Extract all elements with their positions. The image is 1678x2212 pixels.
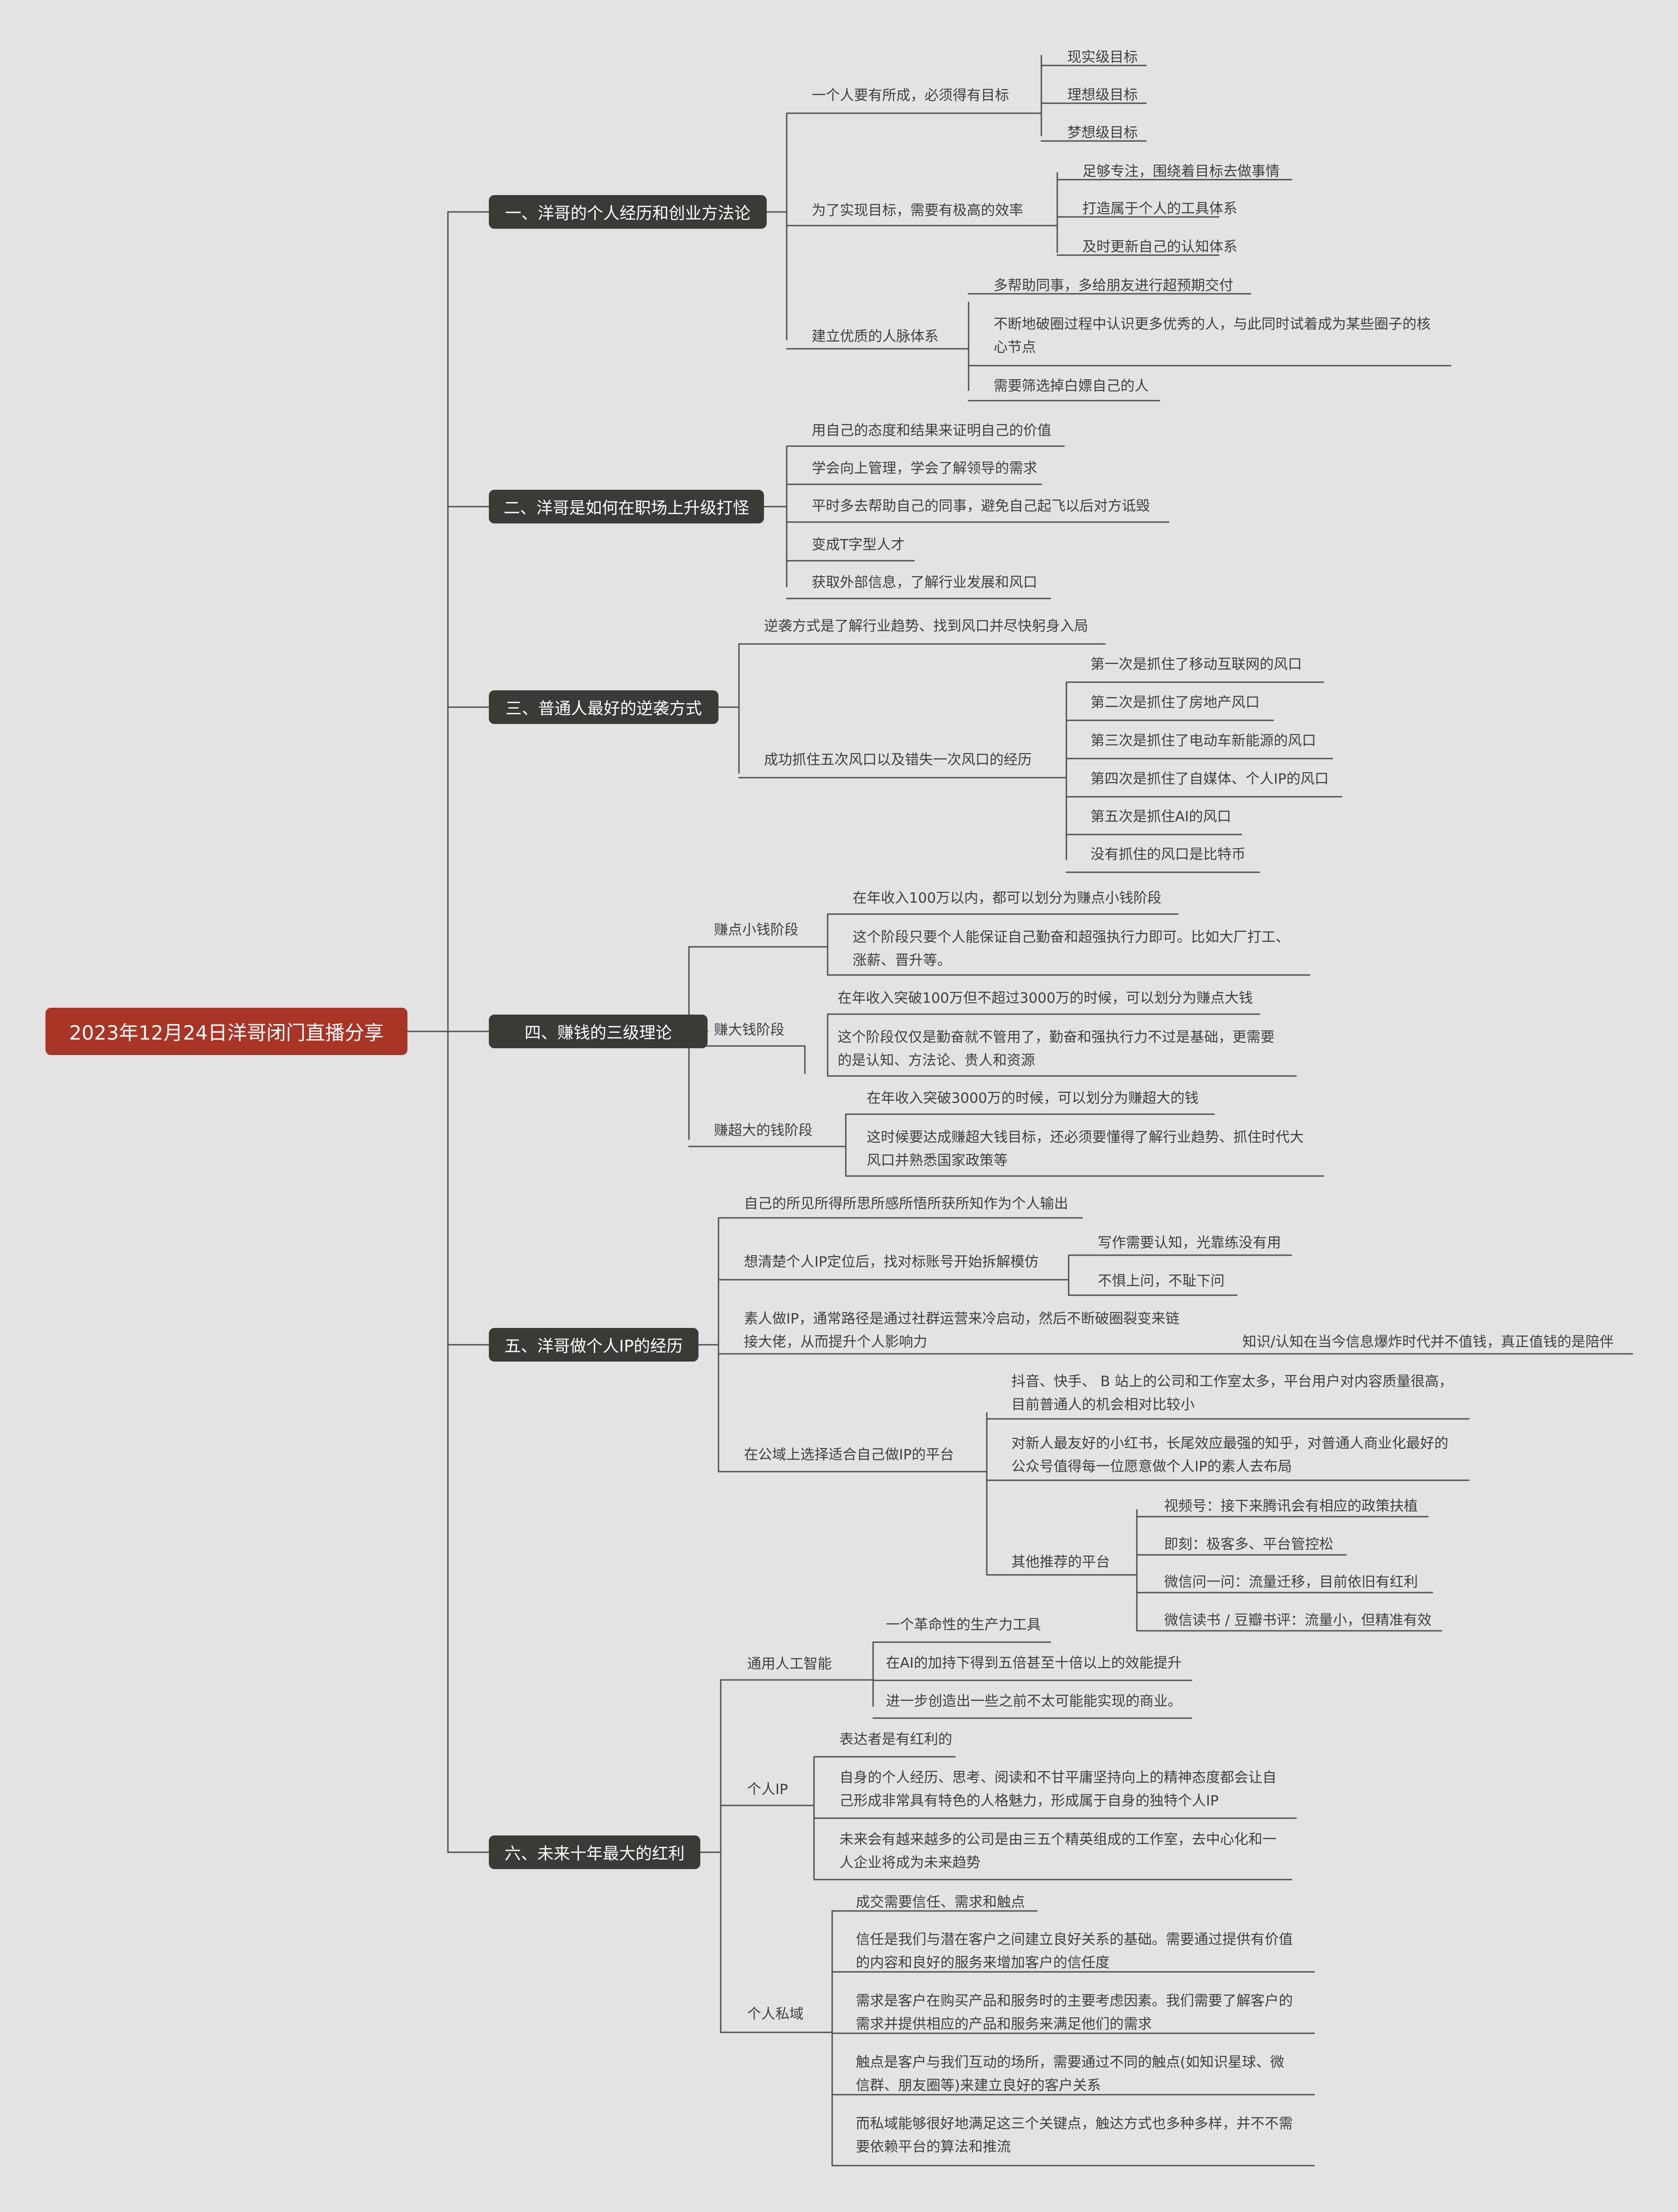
b5-platform-item-1[interactable]: 抖音、快手、 B 站上的公司和工作室太多，平台用户对内容质量很高， 目前普通人的… <box>1011 1370 1453 1417</box>
b6-private-item-5-line-1: 而私域能够很好地满足这三个关键点，触达方式也多种多样，并不不需 <box>856 2116 1293 2132</box>
branch-3-node[interactable]: 三、普通人最好的逆袭方式 <box>489 690 718 724</box>
b6-private-item-1[interactable]: 成交需要信任、需求和触点 <box>856 1894 1025 1910</box>
b6-ip-node[interactable]: 个人IP <box>747 1781 788 1798</box>
b5-amateur-line-2: 接大佬，从而提升个人影响力 <box>744 1334 927 1350</box>
b5-platform-item-2-line-1: 对新人最友好的小红书，长尾效应最强的知乎，对普通人商业化最好的 <box>1011 1435 1448 1452</box>
b2-item-4[interactable]: 变成T字型人才 <box>812 537 905 553</box>
b6-ai-item-2[interactable]: 在AI的加持下得到五倍甚至十倍以上的效能提升 <box>886 1655 1182 1671</box>
b5-other-item-1[interactable]: 视频号：接下来腾讯会有相应的政策扶植 <box>1164 1498 1418 1514</box>
b4-small-node[interactable]: 赚点小钱阶段 <box>714 922 799 938</box>
b4-huge-item-2[interactable]: 这时候要达成赚超大钱目标，还必须要懂得了解行业趋势、抓住时代大 风口并熟悉国家政… <box>867 1126 1304 1172</box>
b6-ai-item-1[interactable]: 一个革命性的生产力工具 <box>886 1617 1041 1633</box>
b4-small-item-2-line-1: 这个阶段只要个人能保证自己勤奋和超强执行力即可。比如大厂打工、 <box>853 929 1290 945</box>
b6-private-item-4[interactable]: 触点是客户与我们互动的场所，需要通过不同的触点(如知识星球、微 信群、朋友圈等)… <box>856 2051 1284 2097</box>
b6-ip-item-3[interactable]: 未来会有越来越多的公司是由三五个精英组成的工作室，去中心化和一 人企业将成为未来… <box>839 1828 1276 1875</box>
b1-network-item-2-line-1: 不断地破圈过程中认识更多优秀的人，与此同时试着成为某些圈子的核 <box>994 316 1431 332</box>
b4-huge-node[interactable]: 赚超大的钱阶段 <box>714 1122 813 1139</box>
b6-ip-item-3-line-2: 人企业将成为未来趋势 <box>839 1855 980 1871</box>
b5-benchmark-item-2[interactable]: 不惧上问，不耻下问 <box>1098 1273 1225 1289</box>
b6-ip-item-2-line-1: 自身的个人经历、思考、阅读和不甘平庸坚持向上的精神态度都会让自 <box>839 1770 1276 1786</box>
b1-network-item-2-line-2: 心节点 <box>994 339 1036 356</box>
b6-private-item-5[interactable]: 而私域能够很好地满足这三个关键点，触达方式也多种多样，并不不需 要依赖平台的算法… <box>856 2112 1293 2159</box>
b5-platform-item-2-line-2: 公众号值得每一位愿意做个人IP的素人去布局 <box>1011 1458 1292 1475</box>
b4-small-item-2-line-2: 涨薪、晋升等。 <box>853 952 951 969</box>
b1-goal-item-3[interactable]: 梦想级目标 <box>1067 125 1138 141</box>
b4-huge-item-1[interactable]: 在年收入突破3000万的时候，可以划分为赚超大的钱 <box>867 1090 1199 1106</box>
b6-ip-item-2-line-2: 己形成非常具有特色的人格魅力，形成属于自身的独特个人IP <box>839 1793 1219 1809</box>
branch-1-node[interactable]: 一、洋哥的个人经历和创业方法论 <box>489 195 767 229</box>
b3-way-node[interactable]: 逆袭方式是了解行业趋势、找到风口并尽快躬身入局 <box>764 618 1088 634</box>
b6-private-item-3-line-1: 需求是客户在购买产品和服务时的主要考虑因素。我们需要了解客户的 <box>856 1993 1293 2009</box>
branch-2-node[interactable]: 二、洋哥是如何在职场上升级打怪 <box>489 490 764 523</box>
b5-platform-item-1-line-2: 目前普通人的机会相对比较小 <box>1011 1397 1195 1413</box>
b3-wind-item-2[interactable]: 第二次是抓住了房地产风口 <box>1090 694 1260 711</box>
b5-platform-node[interactable]: 在公域上选择适合自己做IP的平台 <box>744 1447 954 1463</box>
b3-wind-item-5[interactable]: 第五次是抓住AI的风口 <box>1090 809 1231 825</box>
b5-platform-item-2[interactable]: 对新人最友好的小红书，长尾效应最强的知乎，对普通人商业化最好的 公众号值得每一位… <box>1011 1432 1448 1478</box>
b4-big-node[interactable]: 赚大钱阶段 <box>714 1022 784 1038</box>
b1-goal-item-1[interactable]: 现实级目标 <box>1067 49 1138 65</box>
branch-6-node[interactable]: 六、未来十年最大的红利 <box>489 1835 700 1869</box>
b6-ip-item-2[interactable]: 自身的个人经历、思考、阅读和不甘平庸坚持向上的精神态度都会让自 己形成非常具有特… <box>839 1766 1276 1813</box>
b5-amateur-line-1: 素人做IP，通常路径是通过社群运营来冷启动，然后不断破圈裂变来链 <box>744 1311 1180 1327</box>
b5-amateur-node[interactable]: 素人做IP，通常路径是通过社群运营来冷启动，然后不断破圈裂变来链 接大佬，从而提… <box>744 1307 1180 1354</box>
b6-private-item-4-line-1: 触点是客户与我们互动的场所，需要通过不同的触点(如知识星球、微 <box>856 2054 1285 2071</box>
b5-benchmark-node[interactable]: 想清楚个人IP定位后，找对标账号开始拆解模仿 <box>744 1254 1039 1270</box>
b5-other-node[interactable]: 其他推荐的平台 <box>1011 1554 1110 1570</box>
b1-network-node[interactable]: 建立优质的人脉体系 <box>812 328 939 345</box>
b5-benchmark-item-1[interactable]: 写作需要认知，光靠练没有用 <box>1098 1235 1281 1251</box>
b5-other-item-4[interactable]: 微信读书 / 豆瓣书评：流量小，但精准有效 <box>1164 1612 1432 1629</box>
b3-wind-node[interactable]: 成功抓住五次风口以及错失一次风口的经历 <box>764 752 1032 768</box>
b2-item-5[interactable]: 获取外部信息，了解行业发展和风口 <box>812 574 1037 591</box>
branch-4-node[interactable]: 四、赚钱的三级理论 <box>489 1015 708 1048</box>
b5-output-node[interactable]: 自己的所见所得所思所感所悟所获所知作为个人输出 <box>744 1196 1068 1212</box>
b1-efficiency-item-2[interactable]: 打造属于个人的工具体系 <box>1082 201 1237 217</box>
b5-platform-item-1-line-1: 抖音、快手、 B 站上的公司和工作室太多，平台用户对内容质量很高， <box>1011 1373 1453 1390</box>
b6-private-item-2-line-1: 信任是我们与潜在客户之间建立良好关系的基础。需要通过提供有价值 <box>856 1931 1293 1948</box>
b3-wind-item-3[interactable]: 第三次是抓住了电动车新能源的风口 <box>1090 733 1316 749</box>
b6-ip-item-1[interactable]: 表达者是有红利的 <box>839 1731 952 1748</box>
b4-small-item-1[interactable]: 在年收入100万以内，都可以划分为赚点小钱阶段 <box>853 890 1162 906</box>
b6-private-item-4-line-2: 信群、朋友圈等)来建立良好的客户关系 <box>856 2077 1101 2094</box>
b3-wind-item-1[interactable]: 第一次是抓住了移动互联网的风口 <box>1090 656 1302 673</box>
b1-network-item-3[interactable]: 需要筛选掉白嫖自己的人 <box>994 378 1149 394</box>
b6-private-item-3-line-2: 需求并提供相应的产品和服务来满足他们的需求 <box>856 2016 1152 2032</box>
b1-efficiency-item-1[interactable]: 足够专注，围绕着目标去做事情 <box>1082 163 1280 180</box>
b6-ip-item-3-line-1: 未来会有越来越多的公司是由三五个精英组成的工作室，去中心化和一 <box>839 1831 1276 1848</box>
branch-5-node[interactable]: 五、洋哥做个人IP的经历 <box>489 1328 698 1362</box>
root-node[interactable]: 2023年12月24日洋哥闭门直播分享 <box>45 1008 407 1055</box>
b2-item-2[interactable]: 学会向上管理，学会了解领导的需求 <box>812 460 1037 477</box>
b1-network-item-2[interactable]: 不断地破圈过程中认识更多优秀的人，与此同时试着成为某些圈子的核 心节点 <box>994 313 1431 359</box>
b5-amateur-child[interactable]: 知识/认知在当今信息爆炸时代并不值钱，真正值钱的是陪伴 <box>1242 1334 1614 1350</box>
b5-other-item-2[interactable]: 即刻：极客多、平台管控松 <box>1164 1536 1333 1553</box>
b6-private-item-3[interactable]: 需求是客户在购买产品和服务时的主要考虑因素。我们需要了解客户的 需求并提供相应的… <box>856 1990 1293 2036</box>
b2-item-3[interactable]: 平时多去帮助自己的同事，避免自己起飞以后对方诋毁 <box>812 498 1150 514</box>
b4-huge-item-2-line-1: 这时候要达成赚超大钱目标，还必须要懂得了解行业趋势、抓住时代大 <box>867 1129 1304 1146</box>
b1-efficiency-item-3[interactable]: 及时更新自己的认知体系 <box>1082 239 1237 255</box>
b6-private-item-5-line-2: 要依赖平台的算法和推流 <box>856 2139 1011 2155</box>
b3-wind-item-6[interactable]: 没有抓住的风口是比特币 <box>1090 846 1246 863</box>
b6-private-item-2-line-2: 的内容和良好的服务来增加客户的信任度 <box>856 1955 1110 1971</box>
b4-small-item-2[interactable]: 这个阶段只要个人能保证自己勤奋和超强执行力即可。比如大厂打工、 涨薪、晋升等。 <box>853 926 1290 972</box>
b4-big-item-2[interactable]: 这个阶段仅仅是勤奋就不管用了，勤奋和强执行力不过是基础，更需要 的是认知、方法论… <box>838 1026 1275 1072</box>
b3-wind-item-4[interactable]: 第四次是抓住了自媒体、个人IP的风口 <box>1090 771 1329 787</box>
b1-efficiency-node[interactable]: 为了实现目标，需要有极高的效率 <box>812 202 1023 219</box>
b2-item-1[interactable]: 用自己的态度和结果来证明自己的价值 <box>812 422 1051 439</box>
b4-big-item-2-line-2: 的是认知、方法论、贵人和资源 <box>838 1052 1035 1069</box>
b1-network-item-1[interactable]: 多帮助同事，多给朋友进行超预期交付 <box>994 277 1233 294</box>
b6-private-node[interactable]: 个人私域 <box>747 2006 804 2022</box>
b4-big-item-2-line-1: 这个阶段仅仅是勤奋就不管用了，勤奋和强执行力不过是基础，更需要 <box>838 1029 1275 1046</box>
b6-private-item-2[interactable]: 信任是我们与潜在客户之间建立良好关系的基础。需要通过提供有价值 的内容和良好的服… <box>856 1928 1293 1975</box>
b1-goal-node[interactable]: 一个人要有所成，必须得有目标 <box>812 87 1009 104</box>
b4-big-item-1[interactable]: 在年收入突破100万但不超过3000万的时候，可以划分为赚点大钱 <box>838 990 1253 1006</box>
b1-goal-item-2[interactable]: 理想级目标 <box>1067 87 1138 103</box>
b6-ai-item-3[interactable]: 进一步创造出一些之前不太可能能实现的商业。 <box>886 1693 1182 1709</box>
b6-ai-node[interactable]: 通用人工智能 <box>747 1656 832 1672</box>
b5-other-item-3[interactable]: 微信问一问：流量迁移，目前依旧有红利 <box>1164 1574 1418 1590</box>
b4-huge-item-2-line-2: 风口并熟悉国家政策等 <box>867 1152 1008 1169</box>
